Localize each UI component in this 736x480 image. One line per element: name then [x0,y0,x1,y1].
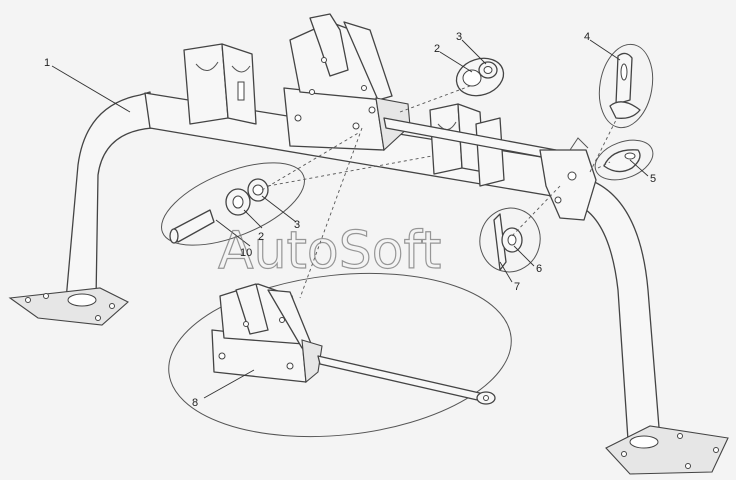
part-5-cotter [594,139,654,181]
part-8-latch-subassembly [168,272,512,438]
callout-7: 7 [514,281,520,293]
part-4-pin [598,43,654,129]
callout-2-upper: 2 [434,43,440,55]
u-bracket-left [183,43,257,125]
washer-nut-upper [455,57,505,97]
assembly-axes [261,85,617,299]
callout-1: 1 [44,57,50,69]
watermark-text: AutoSoft [218,221,441,281]
part-6-7-clip [479,207,541,273]
callout-6: 6 [536,263,542,275]
callout-2-lower: 2 [258,231,264,243]
callout-5: 5 [650,173,656,185]
callout-4: 4 [584,31,590,43]
callout-10: 10 [240,247,252,259]
callout-8: 8 [192,397,198,409]
washer-group-lower [161,162,305,246]
callout-3-lower: 3 [294,219,300,231]
leader-lines [51,39,649,399]
callout-3-upper: 3 [456,31,462,43]
callout-numbers: 1 2 3 4 5 2 3 10 6 7 8 [44,31,656,409]
